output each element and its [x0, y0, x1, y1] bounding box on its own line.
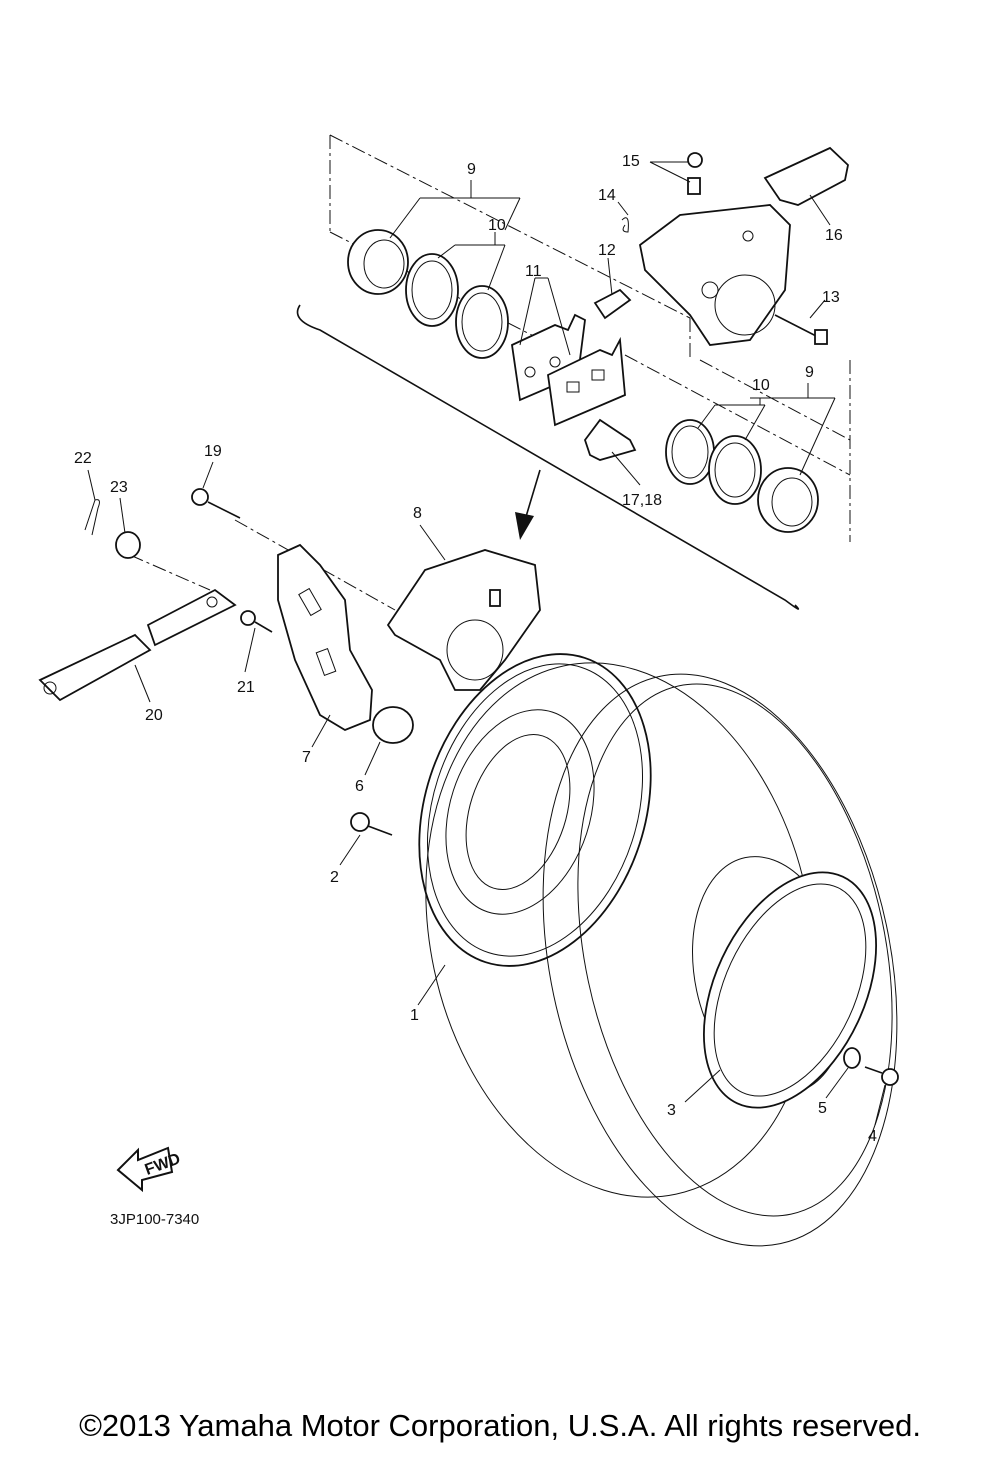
callout-9b: 9 — [805, 364, 814, 381]
bracket-bolt — [191, 488, 241, 519]
disc-bolt — [350, 812, 393, 836]
caliper-assembly — [386, 549, 541, 691]
callout-5: 5 — [818, 1100, 827, 1117]
pad-spring — [593, 288, 632, 320]
callout-13: 13 — [822, 289, 840, 306]
bracket-collar — [372, 706, 414, 744]
callout-19: 19 — [204, 443, 222, 460]
diagram-code: 3JP100-7340 — [110, 1211, 199, 1228]
callout-17-18: 17,18 — [622, 492, 662, 509]
copyright-notice: ©2013 Yamaha Motor Corporation, U.S.A. A… — [79, 1408, 921, 1443]
callout-10: 10 — [488, 217, 506, 234]
caliper-body-exploded — [639, 204, 791, 346]
pad-retainer-clip — [583, 418, 637, 461]
callout-21: 21 — [237, 679, 255, 696]
callout-23: 23 — [110, 479, 128, 496]
callout-20: 20 — [145, 707, 163, 724]
callout-3: 3 — [667, 1102, 676, 1119]
callout-10b: 10 — [752, 377, 770, 394]
seal-left-inner — [455, 285, 509, 359]
callout-2: 2 — [330, 869, 339, 886]
callout-1: 1 — [410, 1007, 419, 1024]
callout-12: 12 — [598, 242, 616, 259]
callout-4: 4 — [868, 1128, 877, 1145]
cotter-pin — [84, 499, 100, 536]
brake-disc — [418, 653, 652, 967]
callout-14: 14 — [598, 187, 616, 204]
callout-numbers: 9 10 11 12 13 14 15 16 9 10 17,18 8 19 2… — [74, 153, 877, 1145]
callout-11: 11 — [525, 263, 542, 280]
seal-right-inner — [708, 435, 762, 505]
caliper-cover — [763, 146, 849, 206]
sprocket-hub — [703, 871, 877, 1109]
callout-16: 16 — [825, 227, 843, 244]
caliper-bolt — [774, 314, 828, 345]
washer — [843, 1047, 861, 1069]
callout-22: 22 — [74, 450, 92, 467]
callout-15: 15 — [622, 153, 640, 170]
dashed-guide-lines — [129, 134, 851, 611]
callout-6: 6 — [355, 778, 364, 795]
callout-9: 9 — [467, 161, 476, 178]
torque-rod — [38, 588, 237, 702]
leader-lines — [87, 161, 886, 1126]
piston-left — [347, 229, 409, 295]
brake-pad-2 — [547, 336, 626, 427]
retaining-clip-small — [621, 217, 629, 233]
exploded-view-bracket — [296, 304, 800, 610]
assembly-arrow — [515, 469, 541, 540]
piston-right — [757, 467, 819, 533]
callout-8: 8 — [413, 505, 422, 522]
nut — [115, 531, 141, 559]
bleed-screw — [687, 152, 703, 195]
forward-arrow-icon: FWD — [116, 1146, 183, 1193]
caliper-bracket — [277, 543, 373, 732]
callout-7: 7 — [302, 749, 311, 766]
seal-left-outer — [405, 253, 459, 327]
seal-right-outer — [665, 419, 715, 485]
torque-rod-bolt — [240, 610, 273, 633]
hub-bolt — [864, 1066, 899, 1086]
